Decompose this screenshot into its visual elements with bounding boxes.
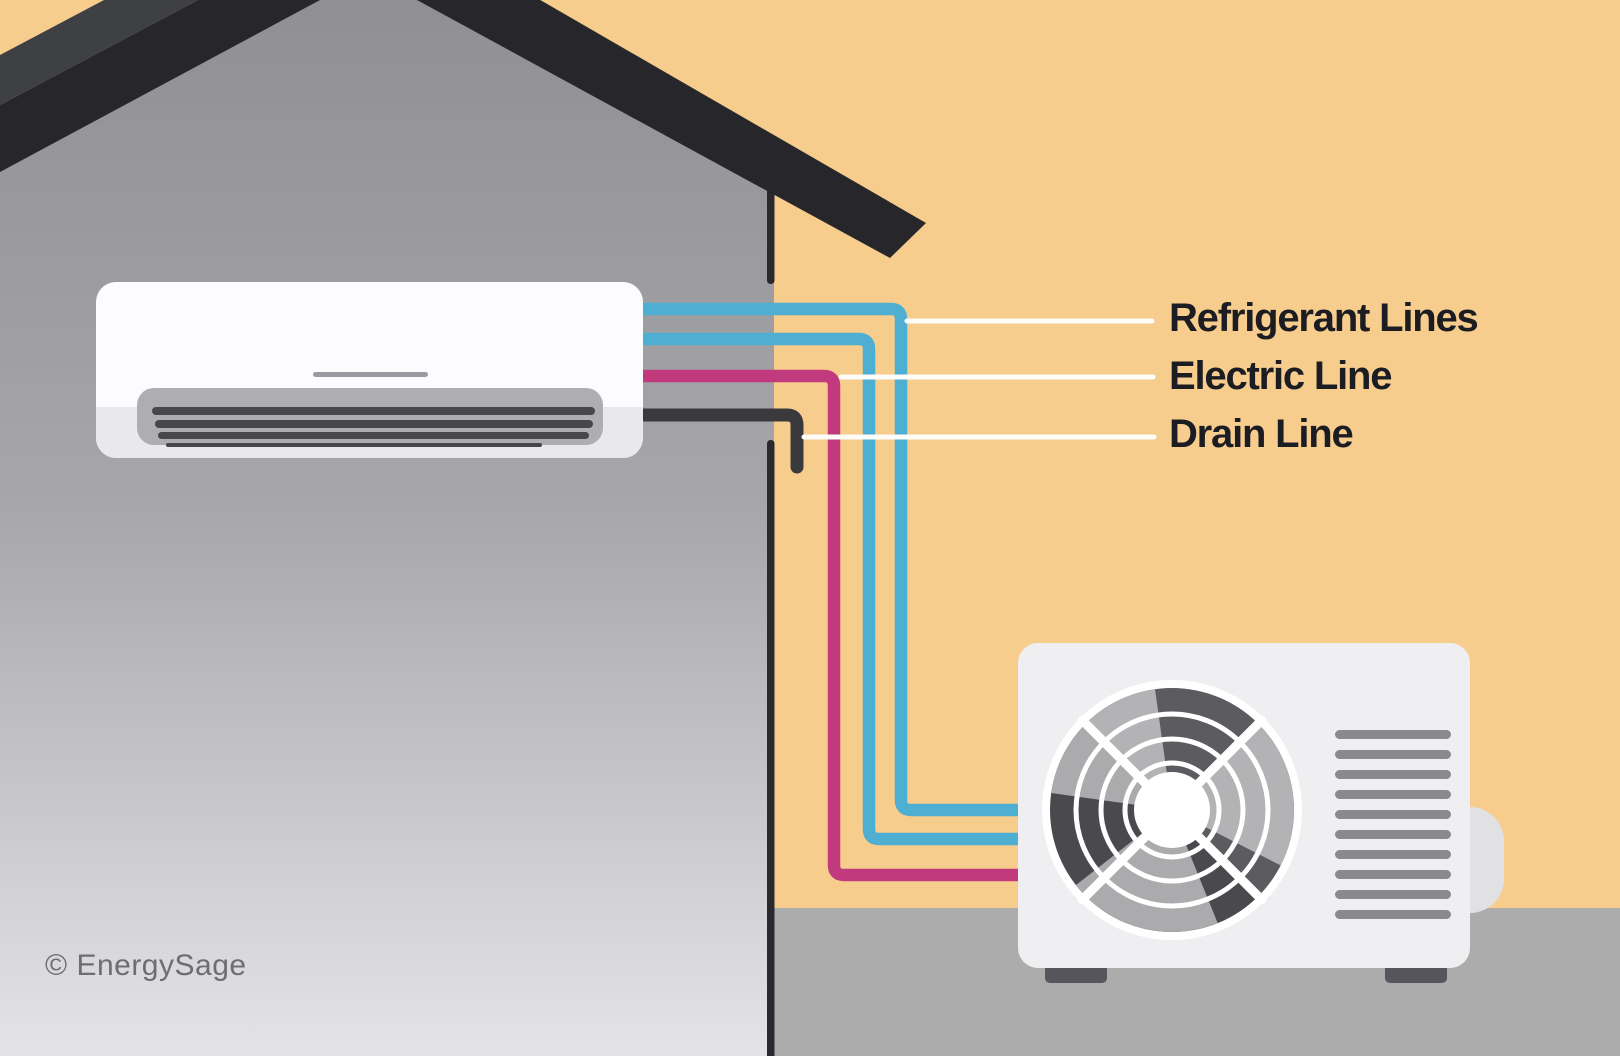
indoor-unit — [96, 282, 643, 458]
grille-bar — [1335, 790, 1451, 799]
roof-right — [417, 0, 926, 258]
roof-left-fascia — [0, 0, 320, 172]
grille-bar — [1335, 810, 1451, 819]
grille-bar — [1335, 850, 1451, 859]
indoor-unit-slat — [155, 420, 593, 428]
label-drain-line: Drain Line — [1169, 412, 1354, 456]
grille-bar — [1335, 870, 1451, 879]
grille-bar — [1335, 750, 1451, 759]
fan-grille-ring — [1122, 760, 1222, 860]
indoor-unit-slat — [152, 407, 595, 415]
drain-line — [636, 408, 804, 474]
indoor-unit-display — [313, 372, 428, 377]
grille-bar — [1335, 830, 1451, 839]
house-wall — [0, 0, 774, 1056]
fan-grille-ring — [1098, 736, 1246, 884]
fan-hub — [1134, 772, 1210, 848]
label-refrigerant-lines: Refrigerant Lines — [1169, 296, 1479, 340]
refrigerant-line-2 — [640, 332, 1022, 846]
fan-blade — [1172, 720, 1294, 866]
wall-edge-lower — [767, 440, 775, 1056]
label-electric-line: Electric Line — [1169, 354, 1392, 398]
watermark: © EnergySage — [45, 949, 247, 982]
refrigerant-line-1 — [640, 302, 1022, 817]
indoor-unit-vent — [137, 388, 603, 445]
outdoor-unit-fan — [1042, 680, 1302, 940]
indoor-unit-slat — [166, 443, 542, 447]
grille-bar — [1335, 890, 1451, 899]
grille-bar — [1335, 910, 1451, 919]
fan-grille-ring — [1073, 711, 1271, 909]
grille-bar — [1335, 730, 1451, 739]
outdoor-unit-grille — [1335, 730, 1451, 919]
grille-bar — [1335, 770, 1451, 779]
outdoor-unit — [1018, 643, 1504, 983]
electric-line — [640, 369, 1022, 882]
indoor-unit-slat — [158, 432, 589, 439]
wall-edge-upper — [767, 183, 775, 284]
